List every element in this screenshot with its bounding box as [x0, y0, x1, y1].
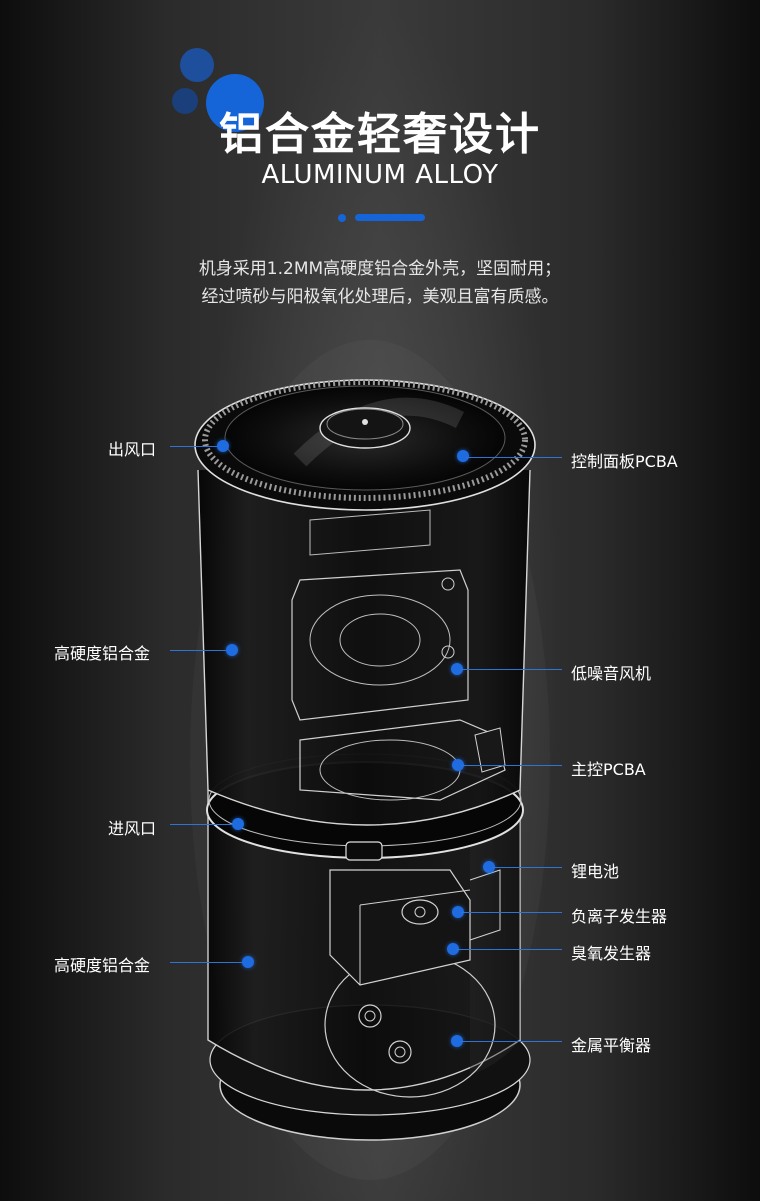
callout-fan-pin: [451, 663, 463, 675]
divider-dot: [338, 214, 346, 222]
callout-inlet: 进风口: [108, 819, 157, 838]
callout-alloy-lower-pin: [242, 956, 254, 968]
callout-ozone: 臭氧发生器: [571, 944, 652, 963]
page-title: 铝合金轻奢设计: [219, 109, 541, 160]
decor-dot-small: [172, 88, 198, 114]
callout-battery: 锂电池: [571, 862, 620, 881]
callout-control-pcba: 控制面板PCBA: [571, 452, 678, 471]
callout-control-pcba-pin: [457, 450, 469, 462]
callout-battery-pin: [483, 861, 495, 873]
callout-alloy-upper-line: [170, 650, 230, 651]
description-line-1: 机身采用1.2MM高硬度铝合金外壳，坚固耐用；: [198, 259, 562, 279]
callout-ozone-pin: [447, 943, 459, 955]
callout-outlet-pin: [217, 440, 229, 452]
callout-main-pcba: 主控PCBA: [571, 760, 646, 779]
callout-outlet-line: [170, 446, 220, 447]
description-line-2: 经过喷砂与阳极氧化处理后，美观且富有质感。: [201, 287, 559, 307]
callout-fan-line: [460, 669, 562, 670]
callout-fan: 低噪音风机: [571, 664, 652, 683]
callout-ozone-line: [456, 949, 562, 950]
callout-main-pcba-pin: [452, 759, 464, 771]
callout-inlet-line: [170, 824, 236, 825]
callout-alloy-lower: 高硬度铝合金: [54, 956, 151, 975]
callout-alloy-upper-pin: [226, 644, 238, 656]
callout-anion-pin: [452, 906, 464, 918]
page-subtitle: ALUMINUM ALLOY: [261, 160, 499, 190]
divider-bar: [355, 214, 425, 221]
callout-balancer-pin: [451, 1035, 463, 1047]
callout-anion-line: [461, 912, 562, 913]
callout-anion: 负离子发生器: [571, 907, 668, 926]
callout-alloy-lower-line: [170, 962, 246, 963]
callout-outlet: 出风口: [108, 440, 157, 459]
callout-balancer-line: [460, 1041, 562, 1042]
callout-main-pcba-line: [461, 765, 562, 766]
callout-control-pcba-line: [466, 457, 562, 458]
decor-dot-large: [180, 48, 214, 82]
callout-battery-line: [492, 867, 562, 868]
callout-inlet-pin: [232, 818, 244, 830]
decor-dot-accent: [206, 74, 264, 132]
callout-balancer: 金属平衡器: [571, 1036, 652, 1055]
callout-alloy-upper: 高硬度铝合金: [54, 644, 151, 663]
